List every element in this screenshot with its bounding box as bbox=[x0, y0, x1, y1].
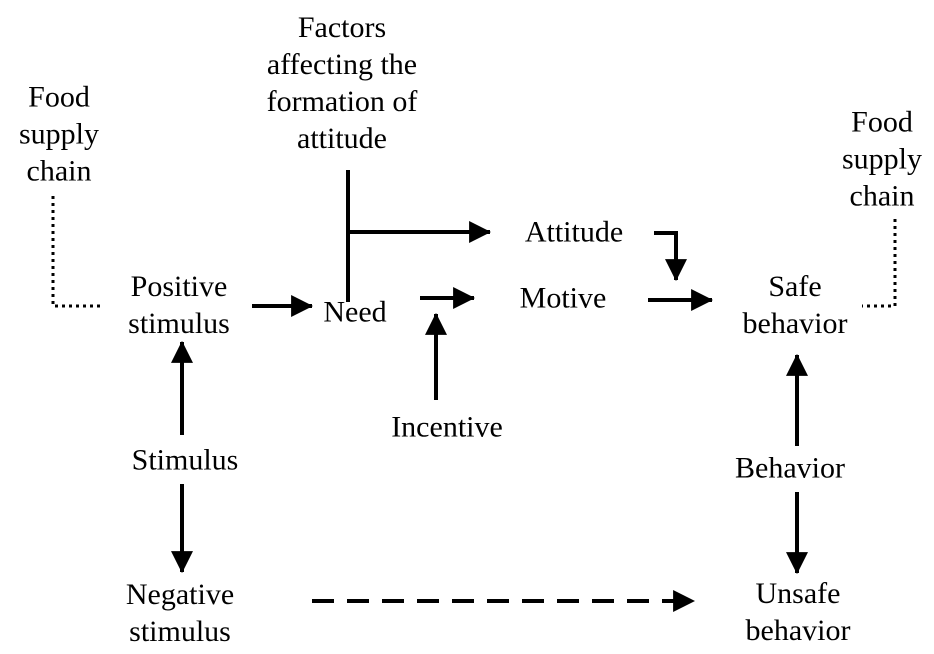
node-food-supply-chain-left: Food supply chain bbox=[19, 79, 99, 190]
node-positive-line: stimulus bbox=[128, 307, 230, 340]
node-factors: Factors affecting the formation of attit… bbox=[267, 9, 418, 157]
edge-attitude-to-safe bbox=[654, 231, 687, 282]
node-food-right-line: Food bbox=[851, 105, 913, 139]
node-factors-line: Factors bbox=[297, 11, 387, 44]
node-food-left-line: supply bbox=[18, 117, 100, 151]
node-motive: Motive bbox=[520, 280, 607, 317]
node-negative-stimulus: Negative stimulus bbox=[126, 576, 234, 650]
node-stimulus-line: Stimulus bbox=[131, 443, 239, 477]
node-factors-line: affecting the bbox=[266, 48, 418, 81]
node-factors-line: formation of bbox=[266, 85, 418, 118]
node-behavior: Behavior bbox=[735, 450, 845, 487]
node-food-supply-chain-right: Food supply chain bbox=[842, 104, 922, 215]
node-safe-behavior: Safe behavior bbox=[743, 268, 848, 342]
node-need-line: Need bbox=[323, 295, 387, 329]
node-safe-line: behavior bbox=[742, 307, 848, 340]
node-unsafe-line: Unsafe bbox=[755, 577, 841, 610]
node-negative-line: stimulus bbox=[129, 615, 231, 648]
node-stimulus: Stimulus bbox=[132, 442, 239, 479]
node-incentive-line: Incentive bbox=[391, 410, 503, 444]
node-factors-line: attitude bbox=[297, 122, 387, 155]
node-safe-line: Safe bbox=[768, 270, 822, 303]
node-unsafe-behavior: Unsafe behavior bbox=[746, 575, 851, 649]
node-food-right-line: supply bbox=[841, 142, 923, 176]
node-food-left-line: Food bbox=[28, 80, 90, 114]
node-food-right-line: chain bbox=[849, 179, 915, 213]
node-food-left-line: chain bbox=[26, 154, 92, 188]
node-need: Need bbox=[323, 294, 386, 331]
node-positive-stimulus: Positive stimulus bbox=[128, 268, 230, 342]
node-behavior-line: Behavior bbox=[735, 451, 845, 485]
node-attitude-line: Attitude bbox=[524, 215, 624, 249]
node-attitude: Attitude bbox=[525, 214, 623, 251]
node-positive-line: Positive bbox=[130, 270, 228, 303]
node-unsafe-line: behavior bbox=[745, 614, 851, 647]
edge-food-right-to-safe bbox=[862, 219, 897, 308]
node-incentive: Incentive bbox=[391, 409, 503, 446]
node-motive-line: Motive bbox=[519, 281, 607, 315]
node-negative-line: Negative bbox=[125, 578, 235, 611]
edge-factors-to-attitude bbox=[346, 170, 490, 302]
edge-food-left-to-positive bbox=[51, 196, 102, 308]
